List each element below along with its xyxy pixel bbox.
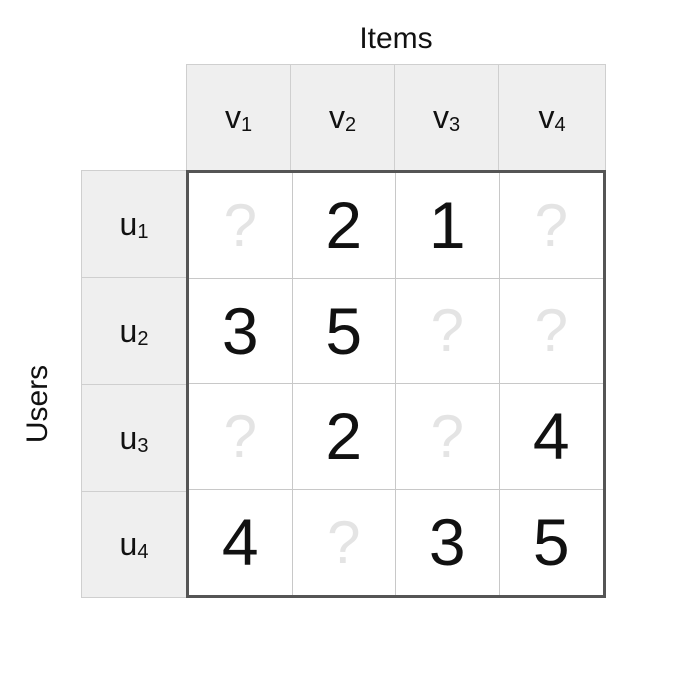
item-index: 3 <box>448 114 461 136</box>
user-index: 4 <box>137 541 149 563</box>
item-symbol: v <box>538 99 555 135</box>
missing-rating-cell: ? <box>189 173 293 279</box>
missing-rating-cell: ? <box>396 278 500 384</box>
rating-cell: 1 <box>396 173 500 279</box>
user-symbol: u <box>119 205 138 242</box>
rating-cell: 2 <box>292 173 396 279</box>
users-axis-title: Users <box>21 364 54 444</box>
item-symbol: v <box>224 99 241 135</box>
rating-cell: 5 <box>292 278 396 384</box>
item-symbol: v <box>328 99 345 135</box>
rating-cell: 2 <box>292 384 396 490</box>
item-index: 2 <box>344 114 357 136</box>
missing-rating-cell: ? <box>189 384 293 490</box>
missing-rating-cell: ? <box>396 384 500 490</box>
rating-matrix: ? 2 1 ? 3 5 ? ? ? 2 ? 4 4 ? 3 5 <box>186 170 606 598</box>
user-index: 1 <box>137 220 149 243</box>
rating-cell: 3 <box>396 489 500 595</box>
user-index: 2 <box>137 327 149 350</box>
item-index: 4 <box>554 114 566 136</box>
rating-cell: 4 <box>499 384 603 490</box>
missing-rating-cell: ? <box>293 489 396 595</box>
rating-cell: 5 <box>532 505 570 580</box>
items-axis-title: Items <box>359 22 433 55</box>
user-index: 3 <box>137 434 149 457</box>
item-symbol: v <box>432 99 449 135</box>
rating-cell: 3 <box>189 278 293 384</box>
item-index: 1 <box>240 114 253 136</box>
user-symbol: u <box>119 312 138 349</box>
missing-rating-cell: ? <box>499 173 603 279</box>
rating-cell: 4 <box>189 489 293 595</box>
missing-rating-cell: ? <box>499 279 603 384</box>
user-symbol: u <box>119 419 138 456</box>
user-symbol: u <box>119 526 138 562</box>
